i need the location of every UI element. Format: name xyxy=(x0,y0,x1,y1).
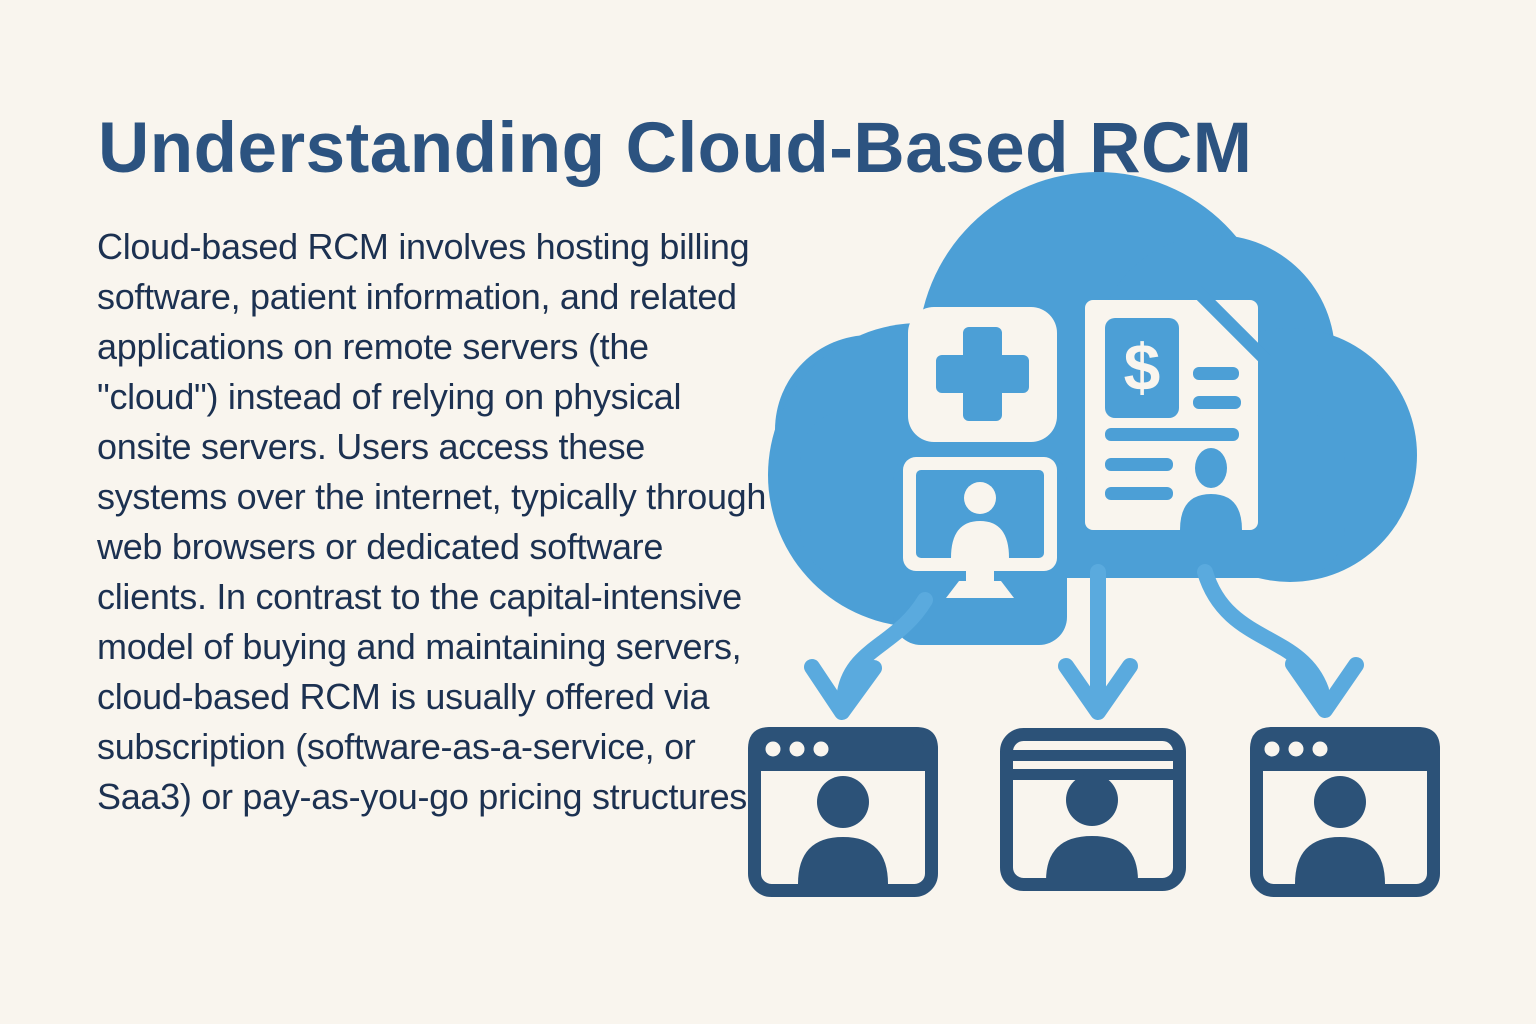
arrow-middle-head xyxy=(1058,658,1138,720)
page-title: Understanding Cloud-Based RCM xyxy=(98,108,1253,188)
arrow-right xyxy=(1197,564,1364,718)
monitor-stand-base xyxy=(946,581,1014,598)
body-paragraph: Cloud-based RCM involves hosting billing… xyxy=(97,226,767,817)
user-window-left xyxy=(748,727,938,897)
doc-line xyxy=(1105,428,1239,441)
document-user-icon xyxy=(1180,448,1242,530)
cross-horizontal-bar xyxy=(936,355,1029,393)
user-icon xyxy=(1295,776,1385,884)
cloud-base xyxy=(800,410,1345,578)
billing-document-icon: $ xyxy=(1085,285,1273,530)
arrow-left-head xyxy=(804,659,882,720)
doc-line xyxy=(1105,487,1173,500)
window-dots xyxy=(1264,741,1328,757)
arrow-right-shaft xyxy=(1197,564,1329,698)
user-icon xyxy=(798,776,888,884)
window-dots xyxy=(765,741,829,757)
doc-line xyxy=(1193,367,1239,380)
window-border xyxy=(1250,727,1440,897)
user-head xyxy=(1066,774,1118,826)
window-dot xyxy=(813,741,829,757)
dollar-sign: $ xyxy=(1124,330,1161,404)
doc-line xyxy=(1105,458,1173,471)
user-head xyxy=(1314,776,1366,828)
document-fold-crease xyxy=(1191,285,1273,367)
user-shoulders xyxy=(1295,837,1385,884)
window-border xyxy=(1000,728,1186,891)
dollar-box xyxy=(1105,318,1179,418)
monitor-user-shoulders xyxy=(951,521,1009,558)
arrow-left xyxy=(804,592,933,720)
window-dot xyxy=(1288,741,1304,757)
delivery-arrows xyxy=(804,564,1364,720)
user-shoulders xyxy=(798,837,888,884)
monitor-user-head xyxy=(964,482,996,514)
arrow-right-head xyxy=(1285,656,1364,718)
window-dot xyxy=(765,741,781,757)
user-shoulders xyxy=(1046,836,1138,881)
user-window-middle xyxy=(1000,728,1186,891)
medical-cross-icon xyxy=(908,307,1057,442)
document-text-lines xyxy=(1105,367,1241,500)
doc-line xyxy=(1193,396,1241,409)
window-dot xyxy=(1312,741,1328,757)
monitor-user-icon xyxy=(951,482,1009,558)
user-window-right xyxy=(1250,727,1440,897)
arrow-middle xyxy=(1058,564,1138,720)
window-header-line xyxy=(1013,750,1173,761)
window-dot xyxy=(1264,741,1280,757)
window-dot xyxy=(789,741,805,757)
window-border xyxy=(748,727,938,897)
user-icon xyxy=(1046,774,1138,881)
telehealth-monitor-icon xyxy=(903,457,1057,598)
doc-user-shoulders xyxy=(1180,494,1242,530)
doc-user-head xyxy=(1195,448,1227,488)
user-head xyxy=(817,776,869,828)
arrow-left-shaft xyxy=(837,592,933,700)
